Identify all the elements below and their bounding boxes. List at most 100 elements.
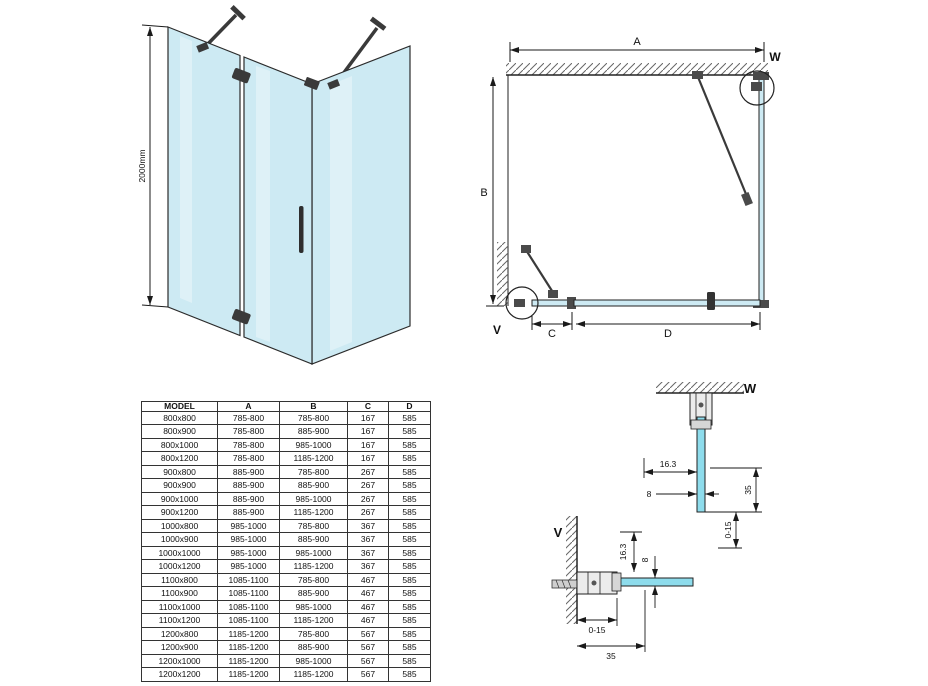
spec-table-cell: 367 bbox=[347, 559, 389, 574]
spec-table-cell: 1185-1200 bbox=[217, 640, 280, 655]
detail-w: W 16.3 8 0-15 35 bbox=[643, 381, 762, 549]
spec-table-cell: 585 bbox=[388, 491, 431, 507]
plan-dim-a bbox=[509, 42, 765, 62]
spec-table-cell: 800x800 bbox=[141, 410, 218, 425]
spec-table-cell: 1200x1000 bbox=[141, 653, 218, 669]
spec-table-cell: 1100x800 bbox=[141, 572, 218, 588]
spec-table-cell: 1185-1200 bbox=[217, 626, 280, 642]
spec-table-cell: 585 bbox=[388, 532, 431, 547]
plan-brace-left bbox=[521, 245, 558, 298]
detail-v-profile-dim-label: 35 bbox=[606, 651, 616, 661]
spec-table-cell: 785-800 bbox=[279, 410, 348, 425]
door-hinge-bottom bbox=[231, 309, 251, 325]
spec-table-cell: 785-800 bbox=[217, 424, 280, 439]
detail-views: W 16.3 8 0-15 35 bbox=[551, 381, 762, 661]
spec-table-cell: 1185-1200 bbox=[279, 613, 348, 628]
support-bar-left bbox=[201, 5, 246, 51]
spec-table-header-cell: C bbox=[347, 401, 389, 412]
spec-table-cell: 1185-1200 bbox=[279, 667, 348, 682]
detail-v-screw-head bbox=[591, 580, 597, 586]
spec-table-cell: 585 bbox=[388, 572, 431, 588]
spec-table-cell: 900x1000 bbox=[141, 491, 218, 507]
spec-table-cell: 885-900 bbox=[279, 640, 348, 655]
spec-table-cell: 985-1000 bbox=[217, 545, 280, 561]
spec-table-cell: 585 bbox=[388, 667, 431, 682]
spec-table-cell: 785-800 bbox=[279, 572, 348, 588]
door-hinge-top bbox=[231, 68, 251, 84]
detail-w-ceiling-hatch bbox=[656, 382, 744, 393]
spec-table-cell: 585 bbox=[388, 559, 431, 574]
spec-table-cell: 785-800 bbox=[217, 437, 280, 453]
spec-table-cell: 985-1000 bbox=[217, 532, 280, 547]
plan-view: A B V bbox=[480, 36, 781, 340]
spec-table-cell: 1100x1200 bbox=[141, 613, 218, 628]
plan-dim-b bbox=[486, 77, 504, 307]
detail-w-glass-dim-label: 8 bbox=[647, 489, 652, 499]
spec-table-cell: 900x800 bbox=[141, 464, 218, 480]
spec-table-header-cell: D bbox=[388, 401, 431, 412]
spec-table-cell: 1000x1000 bbox=[141, 545, 218, 561]
spec-table-cell: 985-1000 bbox=[279, 437, 348, 453]
spec-table-cell: 885-900 bbox=[217, 478, 280, 493]
plan-door-handle bbox=[707, 292, 715, 310]
spec-table-cell: 1200x900 bbox=[141, 640, 218, 655]
fixed-panel-highlight bbox=[180, 36, 192, 303]
spec-table-cell: 585 bbox=[388, 599, 431, 615]
spec-table-cell: 885-900 bbox=[217, 491, 280, 507]
door-handle bbox=[299, 206, 304, 253]
plan-dim-c-label: C bbox=[548, 328, 556, 340]
support-bar-right-clamp bbox=[327, 78, 341, 90]
plan-brace-right bbox=[692, 71, 753, 207]
detail-v-glass-dim-label: 8 bbox=[640, 557, 650, 562]
plan-corner-fitting bbox=[753, 300, 769, 308]
spec-table-cell: 585 bbox=[388, 653, 431, 669]
spec-table-cell: 467 bbox=[347, 613, 389, 628]
spec-table-cell: 785-800 bbox=[217, 451, 280, 466]
plan-dim-d-label: D bbox=[664, 328, 672, 340]
iso-view: 2000mm bbox=[137, 5, 411, 365]
detail-v-clamp bbox=[611, 572, 622, 592]
detail-w-offset-dim-label: 16.3 bbox=[660, 459, 677, 469]
detail-w-clamp bbox=[690, 419, 712, 430]
detail-w-profile-dim-label: 35 bbox=[743, 485, 753, 495]
height-dimension bbox=[141, 24, 169, 308]
spec-table-cell: 985-1000 bbox=[217, 559, 280, 574]
height-dimension-label: 2000mm bbox=[137, 149, 147, 182]
plan-front-hinge bbox=[567, 297, 576, 309]
plan-detail-v-profile bbox=[514, 299, 525, 307]
spec-table-cell: 885-900 bbox=[279, 586, 348, 601]
spec-table-cell: 800x1200 bbox=[141, 451, 218, 466]
spec-table-cell: 367 bbox=[347, 518, 389, 534]
detail-v-wall-hatch bbox=[566, 516, 577, 624]
spec-table-header-cell: A bbox=[217, 401, 280, 412]
plan-side-panel-top-fitting bbox=[753, 72, 769, 80]
detail-v-range-dim-label: 0-15 bbox=[588, 625, 605, 635]
spec-table-cell: 1000x900 bbox=[141, 532, 218, 547]
spec-table-cell: 585 bbox=[388, 478, 431, 493]
plan-dim-c bbox=[531, 312, 573, 330]
spec-table-cell: 567 bbox=[347, 640, 389, 655]
plan-wall-top-hatch bbox=[506, 63, 768, 75]
detail-w-screw-head bbox=[698, 402, 704, 408]
spec-table-cell: 267 bbox=[347, 491, 389, 507]
spec-table-cell: 800x1000 bbox=[141, 437, 218, 453]
spec-table-cell: 985-1000 bbox=[279, 599, 348, 615]
spec-table-cell: 785-800 bbox=[279, 464, 348, 480]
spec-table-cell: 1185-1200 bbox=[217, 653, 280, 669]
spec-table-cell: 1185-1200 bbox=[279, 505, 348, 520]
